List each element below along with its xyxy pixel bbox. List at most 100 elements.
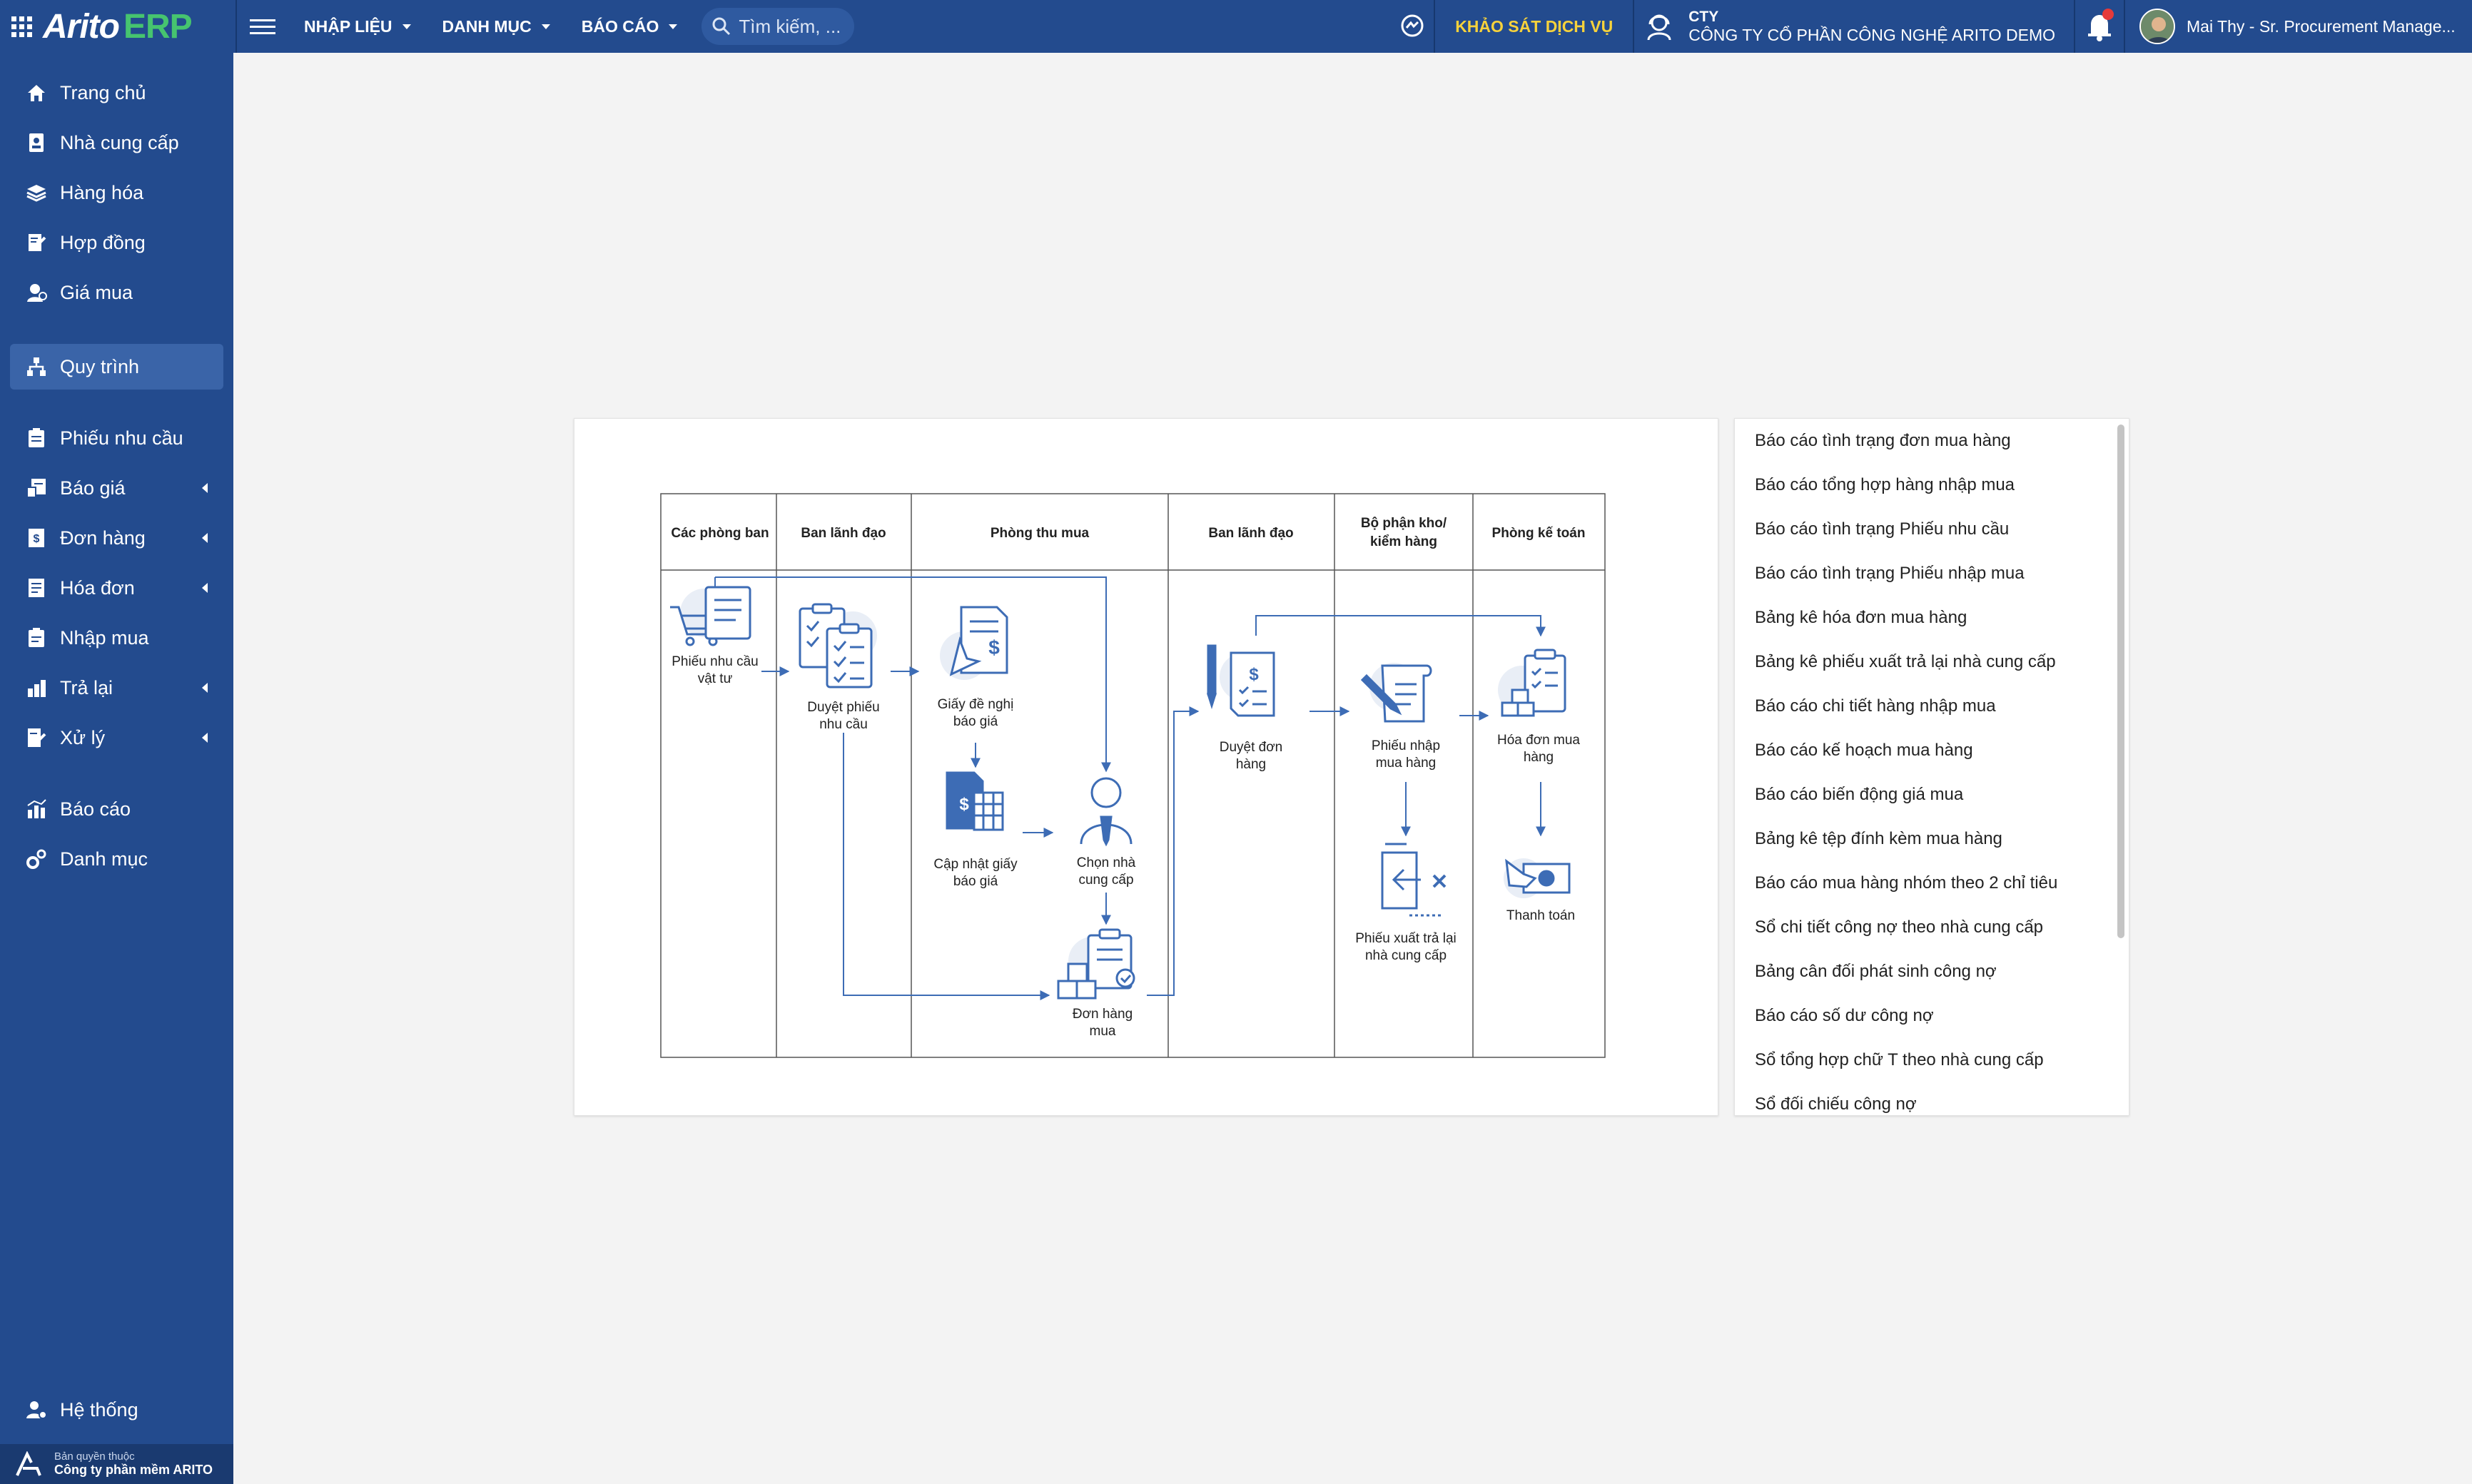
report-link[interactable]: Báo cáo tình trạng Phiếu nhu cầu	[1755, 519, 2010, 539]
sidebar-item-tra-lai[interactable]: Trả lại	[10, 665, 223, 711]
report-link[interactable]: Sổ tổng hợp chữ T theo nhà cung cấp	[1755, 1050, 2044, 1069]
node-label: Phiếu nhập	[1372, 738, 1440, 753]
lane-title: Ban lãnh đạo	[801, 526, 886, 541]
report-link[interactable]: Báo cáo tổng hợp hàng nhập mua	[1755, 475, 2015, 494]
expand-arrow-icon[interactable]	[202, 733, 208, 743]
node-return-slip[interactable]: Phiếu xuất trả lại nhà cung cấp	[1355, 843, 1457, 963]
order-icon: $	[24, 526, 49, 550]
report-link[interactable]: Báo cáo biến động giá mua	[1755, 785, 1964, 804]
menu-nhap-lieu[interactable]: NHẬP LIỆU	[288, 0, 427, 53]
report-link[interactable]: Báo cáo kế hoạch mua hàng	[1755, 741, 1973, 760]
supplier-icon	[24, 131, 49, 155]
divider	[2074, 0, 2075, 53]
messenger-icon[interactable]	[1391, 0, 1434, 53]
sidebar-item-he-thong[interactable]: Hệ thống	[10, 1387, 223, 1433]
report-link[interactable]: Bảng kê hóa đơn mua hàng	[1755, 608, 1967, 627]
node-label: Đơn hàng	[1073, 1007, 1133, 1022]
receipt-icon	[24, 626, 49, 650]
receipt-scroll-pen-icon	[1360, 664, 1432, 723]
node-choose-supplier[interactable]: Chọn nhà cung cấp	[1077, 777, 1136, 888]
node-update-quote[interactable]: $ Cập nhật giấy báo giá	[933, 771, 1018, 889]
node-approve-request[interactable]: Duyệt phiếu nhu cầu	[799, 603, 880, 732]
sidebar-item-gia-mua[interactable]: Giá mua	[10, 270, 223, 315]
sidebar-item-don-hang[interactable]: $ Đơn hàng	[10, 515, 223, 561]
node-purchase-invoice[interactable]: Hóa đơn mua hàng	[1497, 649, 1580, 765]
sidebar-item-bao-cao[interactable]: Báo cáo	[10, 786, 223, 832]
sidebar-item-phieu-nhu-cau[interactable]: Phiếu nhu cầu	[10, 415, 223, 461]
support-agent-icon[interactable]	[1634, 0, 1684, 53]
sidebar-item-hang-hoa[interactable]: Hàng hóa	[10, 170, 223, 215]
node-approve-order[interactable]: $ Duyệt đơn hàng	[1206, 644, 1282, 772]
flow-connectors	[714, 576, 1546, 1000]
sidebar-item-hop-dong[interactable]: Hợp đồng	[10, 220, 223, 265]
node-label: Thanh toán	[1506, 908, 1575, 923]
node-label: Cập nhật giấy	[933, 857, 1018, 872]
node-label: Phiếu xuất trả lại	[1355, 931, 1457, 946]
quote-document-icon: $	[949, 606, 1008, 676]
menu-danh-muc[interactable]: DANH MỤC	[427, 0, 566, 53]
apps-grid-icon[interactable]	[0, 0, 43, 53]
user-name[interactable]: Mai Thy - Sr. Procurement Manage...	[2187, 16, 2456, 36]
svg-text:$: $	[988, 636, 1000, 659]
sidebar-item-bao-gia[interactable]: Báo giá	[10, 465, 223, 511]
divider	[1434, 0, 1436, 53]
notification-bell-icon[interactable]	[2075, 0, 2124, 53]
report-link[interactable]: Báo cáo tình trạng đơn mua hàng	[1755, 431, 2011, 450]
node-purchase-order[interactable]: Đơn hàng mua	[1057, 928, 1135, 1039]
lane-title: Phòng kế toán	[1492, 526, 1586, 541]
report-link[interactable]: Bảng kê tệp đính kèm mua hàng	[1755, 829, 2002, 848]
sidebar-item-trang-chu[interactable]: Trang chủ	[10, 70, 223, 116]
node-label: hàng	[1236, 757, 1266, 772]
sidebar-item-hoa-don[interactable]: Hóa đơn	[10, 565, 223, 611]
node-payment[interactable]: Thanh toán	[1504, 858, 1575, 923]
menu-bao-cao[interactable]: BÁO CÁO	[566, 0, 694, 53]
company-selector[interactable]: CTY CÔNG TY CỔ PHẦN CÔNG NGHỆ ARITO DEMO	[1684, 8, 2074, 46]
scrollbar-thumb[interactable]	[2117, 425, 2124, 938]
report-link[interactable]: Bảng kê phiếu xuất trả lại nhà cung cấp	[1755, 652, 2056, 671]
contract-icon	[24, 230, 49, 255]
copyright-footer: Bản quyền thuộc Công ty phần mềm ARITO	[0, 1444, 233, 1484]
company-name: CÔNG TY CỔ PHẦN CÔNG NGHỆ ARITO DEMO	[1688, 25, 2055, 44]
process-icon	[24, 355, 49, 379]
report-link[interactable]: Báo cáo tình trạng Phiếu nhập mua	[1755, 564, 2025, 583]
svg-text:$: $	[959, 795, 969, 814]
processing-icon	[24, 726, 49, 750]
expand-arrow-icon[interactable]	[202, 533, 208, 543]
sidebar-item-xu-ly[interactable]: Xử lý	[10, 715, 223, 761]
sidebar-item-quy-trinh[interactable]: Quy trình	[10, 344, 223, 390]
report-link[interactable]: Báo cáo chi tiết hàng nhập mua	[1755, 696, 1996, 716]
sidebar-item-nha-cung-cap[interactable]: Nhà cung cấp	[10, 120, 223, 166]
divider	[2124, 0, 2125, 53]
cash-payment-icon	[1505, 858, 1571, 894]
copyright-line1: Bản quyền thuộc	[54, 1450, 135, 1463]
sidebar-item-danh-muc[interactable]: Danh mục	[10, 836, 223, 882]
report-link[interactable]: Báo cáo số dư công nợ	[1755, 1006, 1934, 1025]
hamburger-menu-icon[interactable]	[237, 0, 288, 53]
expand-arrow-icon[interactable]	[202, 683, 208, 693]
user-avatar[interactable]	[2139, 9, 2175, 44]
search-input[interactable]: Tìm kiếm, ...	[701, 8, 855, 45]
node-goods-receipt[interactable]: Phiếu nhập mua hàng	[1360, 663, 1440, 771]
arito-erp-logo[interactable]: Arito ERP	[43, 0, 235, 53]
sidebar-item-label: Giá mua	[60, 281, 133, 303]
node-quote-request[interactable]: $ Giấy đề nghị báo giá	[938, 606, 1014, 729]
node-label: Giấy đề nghị	[938, 697, 1014, 712]
menu-label: BÁO CÁO	[581, 16, 659, 36]
node-label: mua	[1090, 1024, 1116, 1039]
node-label: vật tư	[698, 671, 733, 686]
expand-arrow-icon[interactable]	[202, 583, 208, 593]
node-request[interactable]: Phiếu nhu cầu vật tư	[670, 586, 759, 686]
report-link[interactable]: Bảng cân đối phát sinh công nợ	[1755, 962, 1997, 981]
logo-main-text: Arito	[43, 7, 120, 46]
report-link[interactable]: Báo cáo mua hàng nhóm theo 2 chỉ tiêu	[1755, 873, 2058, 893]
expand-arrow-icon[interactable]	[202, 483, 208, 493]
sidebar-item-label: Xử lý	[60, 726, 106, 748]
report-link[interactable]: Sổ đối chiếu công nợ	[1755, 1094, 1917, 1114]
shopping-cart-icon	[670, 586, 751, 646]
sidebar-item-label: Trang chủ	[60, 81, 146, 103]
service-survey-link[interactable]: KHẢO SÁT DỊCH VỤ	[1455, 16, 1614, 36]
report-link[interactable]: Sổ chi tiết công nợ theo nhà cung cấp	[1755, 918, 2044, 937]
menu-label: DANH MỤC	[442, 16, 532, 36]
search-icon	[712, 17, 731, 36]
sidebar-item-nhap-mua[interactable]: Nhập mua	[10, 615, 223, 661]
